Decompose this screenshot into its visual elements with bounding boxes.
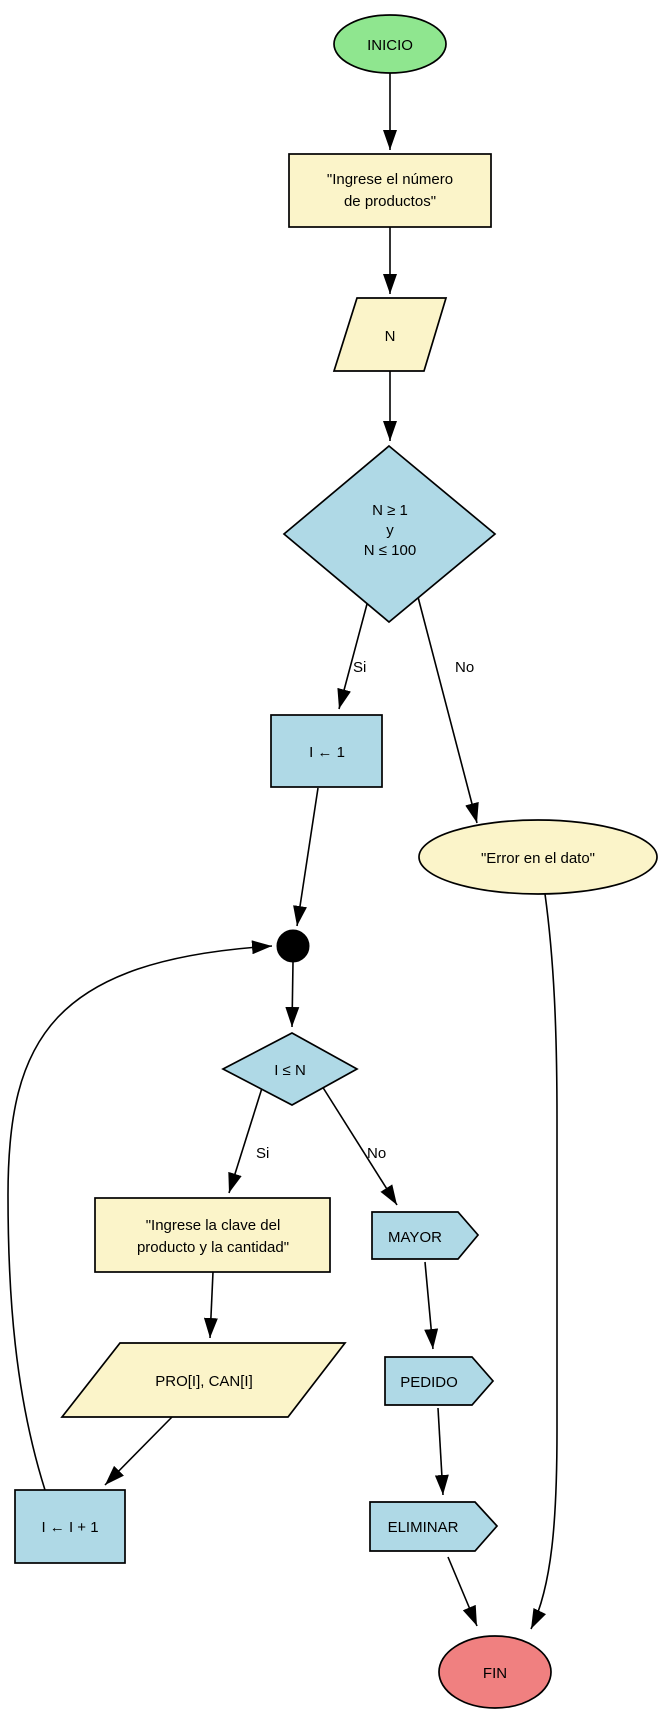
edge-eliminar-to-fin — [447, 1556, 478, 1627]
edge-cond-no — [417, 596, 479, 824]
end-label: FIN — [483, 1665, 507, 1682]
range-decision-line3: N ≤ 100 — [364, 542, 416, 559]
input-n-parallelogram — [332, 297, 448, 372]
edge-labels-layer: Si No Si No — [256, 659, 474, 1162]
edge-junction-to-loopcond — [285, 961, 300, 1028]
increment-label: I ← I + 1 — [41, 1519, 98, 1536]
error-display-label: "Error en el dato" — [481, 850, 595, 867]
edge-init-to-junction — [293, 787, 319, 927]
prompt-number-line2: de productos" — [344, 193, 436, 210]
prompt-clave-process — [94, 1197, 331, 1273]
range-decision-line1: N ≥ 1 — [372, 502, 408, 519]
end-terminator — [438, 1635, 552, 1709]
error-display-ellipse — [418, 819, 658, 895]
mayor-subroutine — [371, 1211, 480, 1260]
edge-procan-to-increment — [104, 1416, 173, 1486]
prompt-clave-line2: producto y la cantidad" — [137, 1239, 289, 1256]
eliminar-label: ELIMINAR — [388, 1519, 459, 1536]
range-si-label: Si — [353, 659, 366, 676]
input-n-label: N — [385, 328, 396, 345]
start-label: INICIO — [367, 37, 413, 54]
edge-increment-loopback — [7, 940, 273, 1491]
edge-error-to-fin — [530, 893, 558, 1630]
edge-clave-to-procan — [203, 1271, 218, 1339]
nodes-layer: INICIO "Ingrese el número de productos" … — [14, 14, 658, 1709]
pedido-subroutine — [384, 1356, 495, 1406]
range-no-label: No — [455, 659, 474, 676]
eliminar-subroutine — [369, 1501, 499, 1552]
edge-pedido-to-eliminar — [434, 1407, 449, 1496]
input-pro-can-parallelogram — [60, 1342, 347, 1418]
prompt-number-line1: "Ingrese el número — [327, 171, 453, 188]
edges-layer — [7, 73, 558, 1630]
mayor-label: MAYOR — [388, 1229, 442, 1246]
loop-si-label: Si — [256, 1145, 269, 1162]
input-pro-can-label: PRO[I], CAN[I] — [155, 1373, 253, 1390]
loop-no-label: No — [367, 1145, 386, 1162]
pedido-label: PEDIDO — [400, 1374, 458, 1391]
edge-loopcond-no — [321, 1085, 398, 1206]
range-decision-diamond — [282, 444, 497, 624]
prompt-number-process — [288, 153, 492, 228]
edge-mayor-to-pedido — [424, 1261, 439, 1350]
init-counter-process — [270, 714, 383, 788]
range-decision-line2: y — [386, 522, 394, 539]
init-counter-label: I ← 1 — [309, 744, 345, 761]
increment-process — [14, 1489, 126, 1564]
edge-loopcond-si — [228, 1087, 263, 1194]
prompt-clave-line1: "Ingrese la clave del — [146, 1217, 281, 1234]
loop-decision-label: I ≤ N — [274, 1062, 306, 1079]
loop-decision-diamond — [221, 1032, 359, 1106]
start-terminator — [333, 14, 447, 74]
junction-dot — [276, 929, 310, 963]
edge-cond-si — [337, 603, 368, 710]
